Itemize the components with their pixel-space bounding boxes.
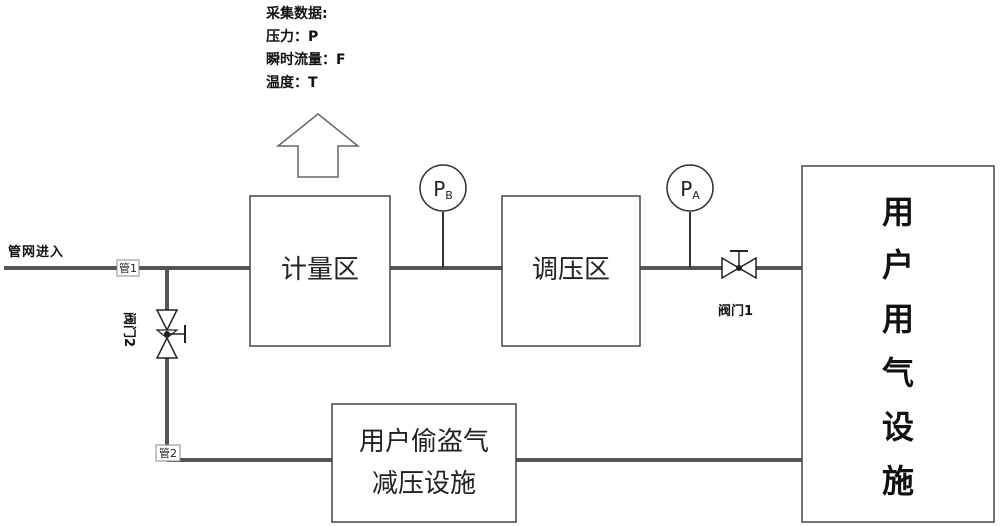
collection-flow: 瞬时流量：F bbox=[266, 51, 346, 68]
collection-heading: 采集数据: bbox=[265, 5, 328, 22]
theft-box bbox=[331, 403, 517, 523]
gauge-a-label: PA bbox=[680, 177, 700, 202]
metering-label: 计量区 bbox=[281, 255, 359, 285]
valve-2-icon bbox=[155, 309, 186, 359]
gauge-b-label: PB bbox=[433, 177, 453, 202]
collection-pressure: 压力：P bbox=[266, 28, 318, 45]
user-equipment-box bbox=[801, 165, 995, 523]
user-equipment-char-6: 施 bbox=[882, 462, 914, 500]
pipe-1-label: 管1 bbox=[119, 261, 137, 275]
user-equipment-char-3: 用 bbox=[882, 300, 914, 338]
user-equipment-char-2: 户 bbox=[882, 246, 914, 284]
regulating-label: 调压区 bbox=[532, 255, 610, 285]
gauge-a bbox=[666, 164, 714, 212]
pipe-2-label: 管2 bbox=[159, 446, 177, 460]
regulating-box bbox=[501, 195, 641, 347]
valve-2-label: 阀门2 bbox=[121, 312, 137, 347]
metering-box bbox=[249, 195, 391, 347]
up-arrow-icon bbox=[275, 113, 361, 178]
pipe-2-tag bbox=[155, 444, 181, 462]
valve-1-label: 阀门1 bbox=[718, 303, 753, 319]
valve-1-icon bbox=[721, 250, 757, 280]
collection-temperature: 温度：T bbox=[266, 74, 318, 91]
pipe-1-tag bbox=[116, 259, 140, 277]
user-equipment-char-5: 设 bbox=[882, 408, 914, 446]
user-equipment-char-1: 用 bbox=[882, 193, 914, 231]
user-equipment-char-4: 气 bbox=[882, 354, 914, 392]
gauge-b bbox=[419, 164, 467, 212]
theft-line-1: 用户偷盗气 bbox=[359, 427, 489, 457]
theft-line-2: 减压设施 bbox=[372, 469, 476, 499]
inlet-label: 管网进入 bbox=[8, 244, 64, 260]
